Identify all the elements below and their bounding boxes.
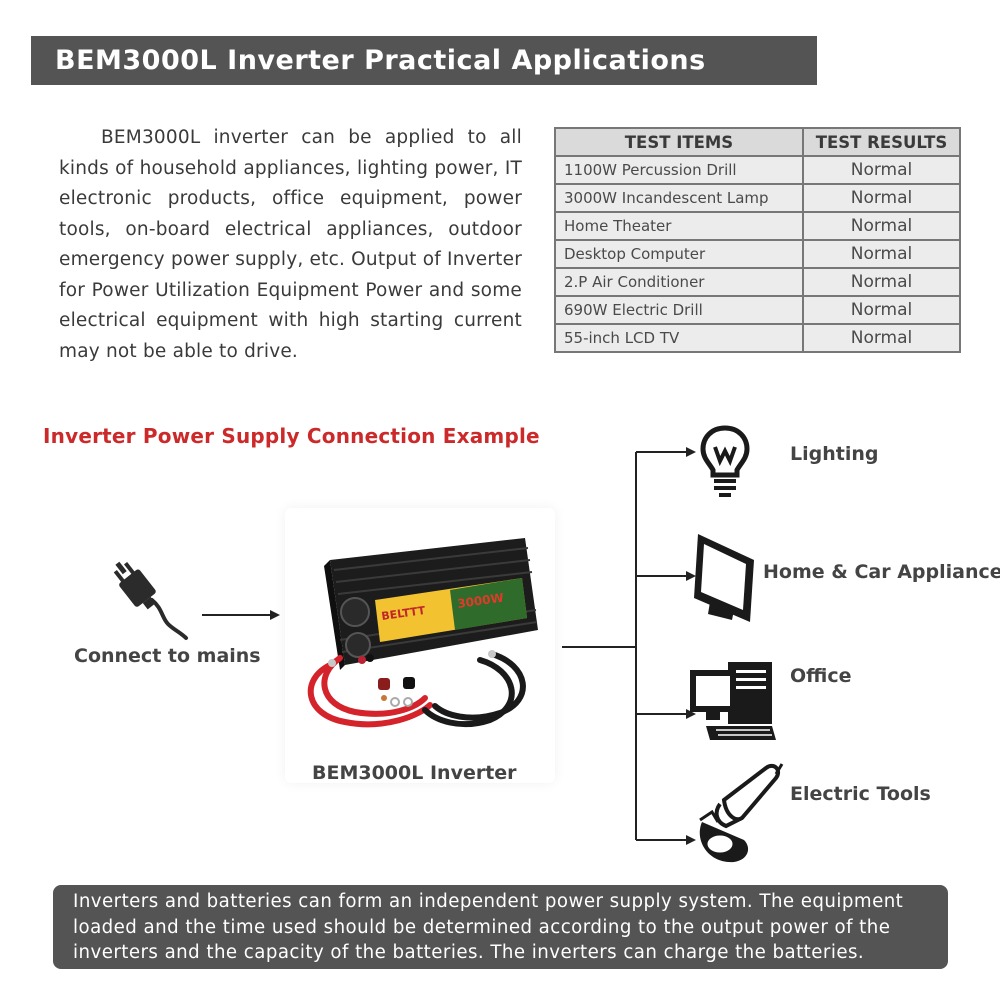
angle-grinder-icon bbox=[699, 763, 784, 863]
desktop-computer-icon bbox=[690, 662, 776, 740]
test-item: 690W Electric Drill bbox=[554, 295, 804, 325]
light-bulb-icon bbox=[700, 425, 750, 497]
test-results-table: TEST ITEMS TEST RESULTS 1100W Percussion… bbox=[554, 127, 961, 353]
test-result: Normal bbox=[802, 323, 961, 353]
table-row: 690W Electric Drill Normal bbox=[554, 295, 961, 325]
output-branch-lines bbox=[562, 447, 696, 845]
table-row: 55-inch LCD TV Normal bbox=[554, 323, 961, 353]
test-item: 1100W Percussion Drill bbox=[554, 155, 804, 185]
footer-note: Inverters and batteries can form an inde… bbox=[53, 885, 948, 969]
test-item: 3000W Incandescent Lamp bbox=[554, 183, 804, 213]
test-result: Normal bbox=[802, 211, 961, 241]
test-item: 55-inch LCD TV bbox=[554, 323, 804, 353]
test-item: Home Theater bbox=[554, 211, 804, 241]
output-label-office: Office bbox=[790, 665, 852, 687]
page-title: BEM3000L Inverter Practical Applications bbox=[31, 36, 817, 85]
intro-text: BEM3000L inverter can be applied to all … bbox=[59, 127, 522, 362]
connect-to-mains-label: Connect to mains bbox=[74, 645, 261, 667]
intro-paragraph: BEM3000L inverter can be applied to all … bbox=[59, 123, 522, 367]
output-label-home-car-appliances: Home & Car Appliances bbox=[763, 561, 1000, 583]
table-row: 2.P Air Conditioner Normal bbox=[554, 267, 961, 297]
test-item: Desktop Computer bbox=[554, 239, 804, 269]
inverter-label: BEM3000L Inverter bbox=[312, 762, 517, 784]
table-row: Home Theater Normal bbox=[554, 211, 961, 241]
monitor-icon bbox=[694, 534, 754, 622]
test-result: Normal bbox=[802, 155, 961, 185]
test-item: 2.P Air Conditioner bbox=[554, 267, 804, 297]
inverter-image: BELTTT 3000W bbox=[307, 538, 538, 728]
test-result: Normal bbox=[802, 183, 961, 213]
plug-icon bbox=[113, 561, 188, 640]
test-result: Normal bbox=[802, 239, 961, 269]
test-result: Normal bbox=[802, 267, 961, 297]
output-label-electric-tools: Electric Tools bbox=[790, 783, 931, 805]
table-row: Desktop Computer Normal bbox=[554, 239, 961, 269]
table-row: 1100W Percussion Drill Normal bbox=[554, 155, 961, 185]
table-header-row: TEST ITEMS TEST RESULTS bbox=[554, 127, 961, 157]
header-test-items: TEST ITEMS bbox=[554, 127, 804, 157]
inverter-rating-text: 3000W bbox=[456, 591, 504, 611]
connection-heading: Inverter Power Supply Connection Example bbox=[43, 424, 540, 448]
mains-to-inverter-arrow bbox=[202, 610, 280, 620]
table-row: 3000W Incandescent Lamp Normal bbox=[554, 183, 961, 213]
test-result: Normal bbox=[802, 295, 961, 325]
output-label-lighting: Lighting bbox=[790, 443, 879, 465]
header-test-results: TEST RESULTS bbox=[802, 127, 961, 157]
inverter-brand-text: BELTTT bbox=[381, 604, 427, 623]
